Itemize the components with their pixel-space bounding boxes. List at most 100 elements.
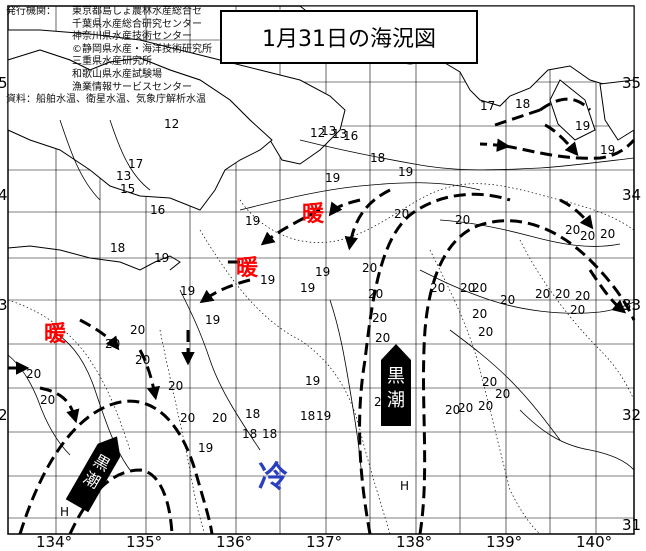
svg-text:13: 13	[332, 127, 347, 141]
svg-text:20: 20	[362, 261, 377, 275]
map-title: 1月31日の海況図	[220, 10, 478, 64]
svg-text:20: 20	[130, 323, 145, 337]
svg-text:20: 20	[40, 393, 55, 407]
kuroshio-label-east-2: 潮	[387, 390, 405, 411]
lat-tick-34: 34	[622, 186, 642, 204]
svg-text:19: 19	[398, 165, 413, 179]
svg-text:20: 20	[375, 331, 390, 345]
lat-tick-left-35: 5	[0, 74, 8, 92]
svg-text:20: 20	[168, 379, 183, 393]
svg-text:19: 19	[154, 251, 169, 265]
svg-text:20: 20	[535, 287, 550, 301]
warm-water-label-2: 暖	[236, 256, 259, 281]
svg-text:20: 20	[478, 325, 493, 339]
issuer-2: 千葉県水産総合研究センター	[72, 18, 202, 30]
svg-text:20: 20	[458, 401, 473, 415]
lon-tick-139: 139°	[486, 533, 523, 551]
svg-text:16: 16	[343, 129, 358, 143]
svg-text:19: 19	[575, 119, 590, 133]
current-arrows	[8, 123, 627, 424]
svg-text:20: 20	[500, 293, 515, 307]
svg-text:20: 20	[575, 289, 590, 303]
svg-text:17: 17	[480, 99, 495, 113]
lon-tick-136: 136°	[216, 533, 253, 551]
svg-text:19: 19	[180, 284, 195, 298]
svg-text:12: 12	[310, 126, 325, 140]
svg-text:19: 19	[316, 409, 331, 423]
warm-water-label-1: 暖	[302, 202, 325, 227]
lon-tick-140: 140°	[576, 533, 613, 551]
lat-tick-35: 35	[622, 74, 642, 92]
lat-tick-31: 31	[622, 516, 642, 534]
svg-text:20: 20	[368, 287, 383, 301]
svg-text:13: 13	[116, 169, 131, 183]
kuroshio-arrow-west: 黒 潮	[65, 436, 121, 513]
lat-tick-left-34: 4	[0, 186, 8, 204]
high-mark-east: H	[400, 479, 409, 493]
issuer-6: 和歌山県水産試験場	[72, 68, 162, 80]
data-source: 資料：船舶水温、衛星水温、気象庁解析水温	[6, 94, 206, 106]
svg-text:20: 20	[570, 303, 585, 317]
svg-text:20: 20	[26, 367, 41, 381]
coast-shikoku	[7, 245, 181, 271]
land-boso	[599, 79, 635, 141]
svg-text:15: 15	[120, 182, 135, 196]
svg-text:20: 20	[135, 353, 150, 367]
credits-block: 発行機関： 東京都島しょ農林水産総合セ 千葉県水産総合研究センター 神奈川県水産技…	[6, 6, 212, 107]
svg-text:20: 20	[372, 311, 387, 325]
svg-text:20: 20	[445, 403, 460, 417]
svg-text:18: 18	[515, 97, 530, 111]
issuer-3: 神奈川県水産技術センター	[72, 31, 192, 43]
bathymetry-contours	[7, 183, 635, 535]
lon-tick-134: 134°	[36, 533, 73, 551]
issuer-5: 三重県水産研究所	[72, 56, 152, 68]
lon-tick-135: 135°	[126, 533, 163, 551]
svg-text:20: 20	[478, 399, 493, 413]
cold-water-label: 冷	[258, 460, 288, 495]
svg-text:18: 18	[370, 151, 385, 165]
svg-text:20: 20	[212, 411, 227, 425]
svg-text:20: 20	[472, 281, 487, 295]
svg-text:19: 19	[198, 441, 213, 455]
svg-text:20: 20	[180, 411, 195, 425]
svg-text:19: 19	[600, 143, 615, 157]
lat-tick-left-33: 3	[0, 296, 8, 314]
svg-text:19: 19	[260, 273, 275, 287]
svg-text:19: 19	[205, 313, 220, 327]
svg-text:20: 20	[394, 207, 409, 221]
svg-text:17: 17	[128, 157, 143, 171]
warm-water-label-3: 暖	[44, 322, 67, 347]
svg-text:19: 19	[300, 281, 315, 295]
map-title-text: 1月31日の海況図	[262, 27, 436, 52]
svg-text:19: 19	[245, 214, 260, 228]
svg-text:20: 20	[460, 281, 475, 295]
svg-text:18: 18	[262, 427, 277, 441]
kuroshio-arrow-east: 黒 潮	[381, 344, 411, 426]
svg-text:20: 20	[105, 337, 120, 351]
issuer-4: ©静岡県水産・海洋技術研究所	[72, 43, 212, 55]
issuer-7: 漁業情報サービスセンター	[72, 81, 192, 93]
svg-text:20: 20	[495, 387, 510, 401]
svg-text:18: 18	[242, 427, 257, 441]
svg-text:20: 20	[472, 307, 487, 321]
svg-text:19: 19	[325, 171, 340, 185]
issuer-label: 発行機関：	[6, 6, 56, 17]
svg-text:20: 20	[565, 223, 580, 237]
svg-text:20: 20	[580, 229, 595, 243]
svg-text:16: 16	[150, 203, 165, 217]
svg-text:13: 13	[321, 124, 336, 138]
svg-text:20: 20	[430, 281, 445, 295]
svg-text:19: 19	[315, 265, 330, 279]
lon-tick-138: 138°	[396, 533, 433, 551]
lat-tick-left-32: 2	[0, 406, 8, 424]
svg-text:20: 20	[482, 375, 497, 389]
lat-tick-32: 32	[622, 406, 642, 424]
issuer-1: 東京都島しょ農林水産総合セ	[72, 6, 202, 17]
svg-text:20: 20	[555, 287, 570, 301]
svg-text:20: 20	[455, 213, 470, 227]
svg-text:12: 12	[164, 117, 179, 131]
svg-text:19: 19	[305, 374, 320, 388]
land-kii-south	[7, 30, 273, 211]
high-mark-west: H	[60, 505, 69, 519]
land-izu	[549, 79, 596, 141]
